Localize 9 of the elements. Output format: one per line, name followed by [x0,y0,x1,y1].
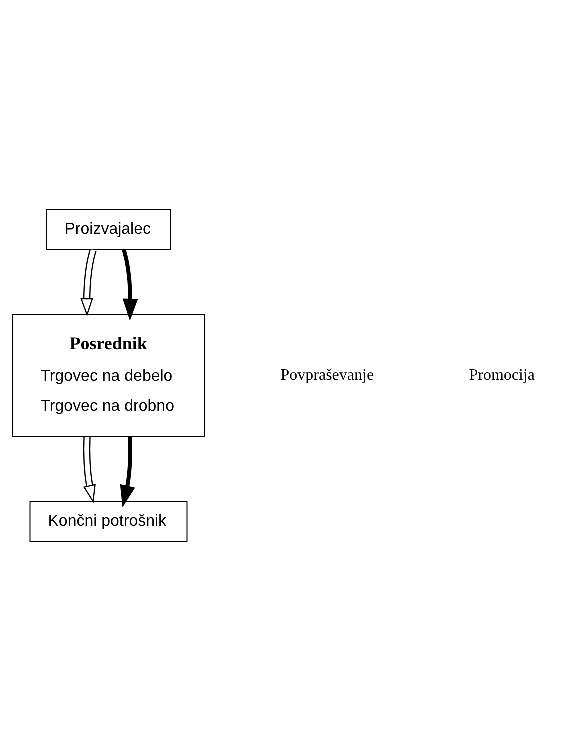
legend-label: Povpraševanje [280,366,374,384]
node-box: Posrednik Trgovec na debelo Trgovec na drobno [12,314,206,437]
arrow [80,248,97,316]
legend-label: Promocija [469,366,536,384]
arrow [83,436,96,503]
node-box: Proizvajalec [46,209,172,250]
node-box: Končni potrošnik [30,501,188,542]
arrow [120,436,136,508]
arrow [122,249,138,320]
